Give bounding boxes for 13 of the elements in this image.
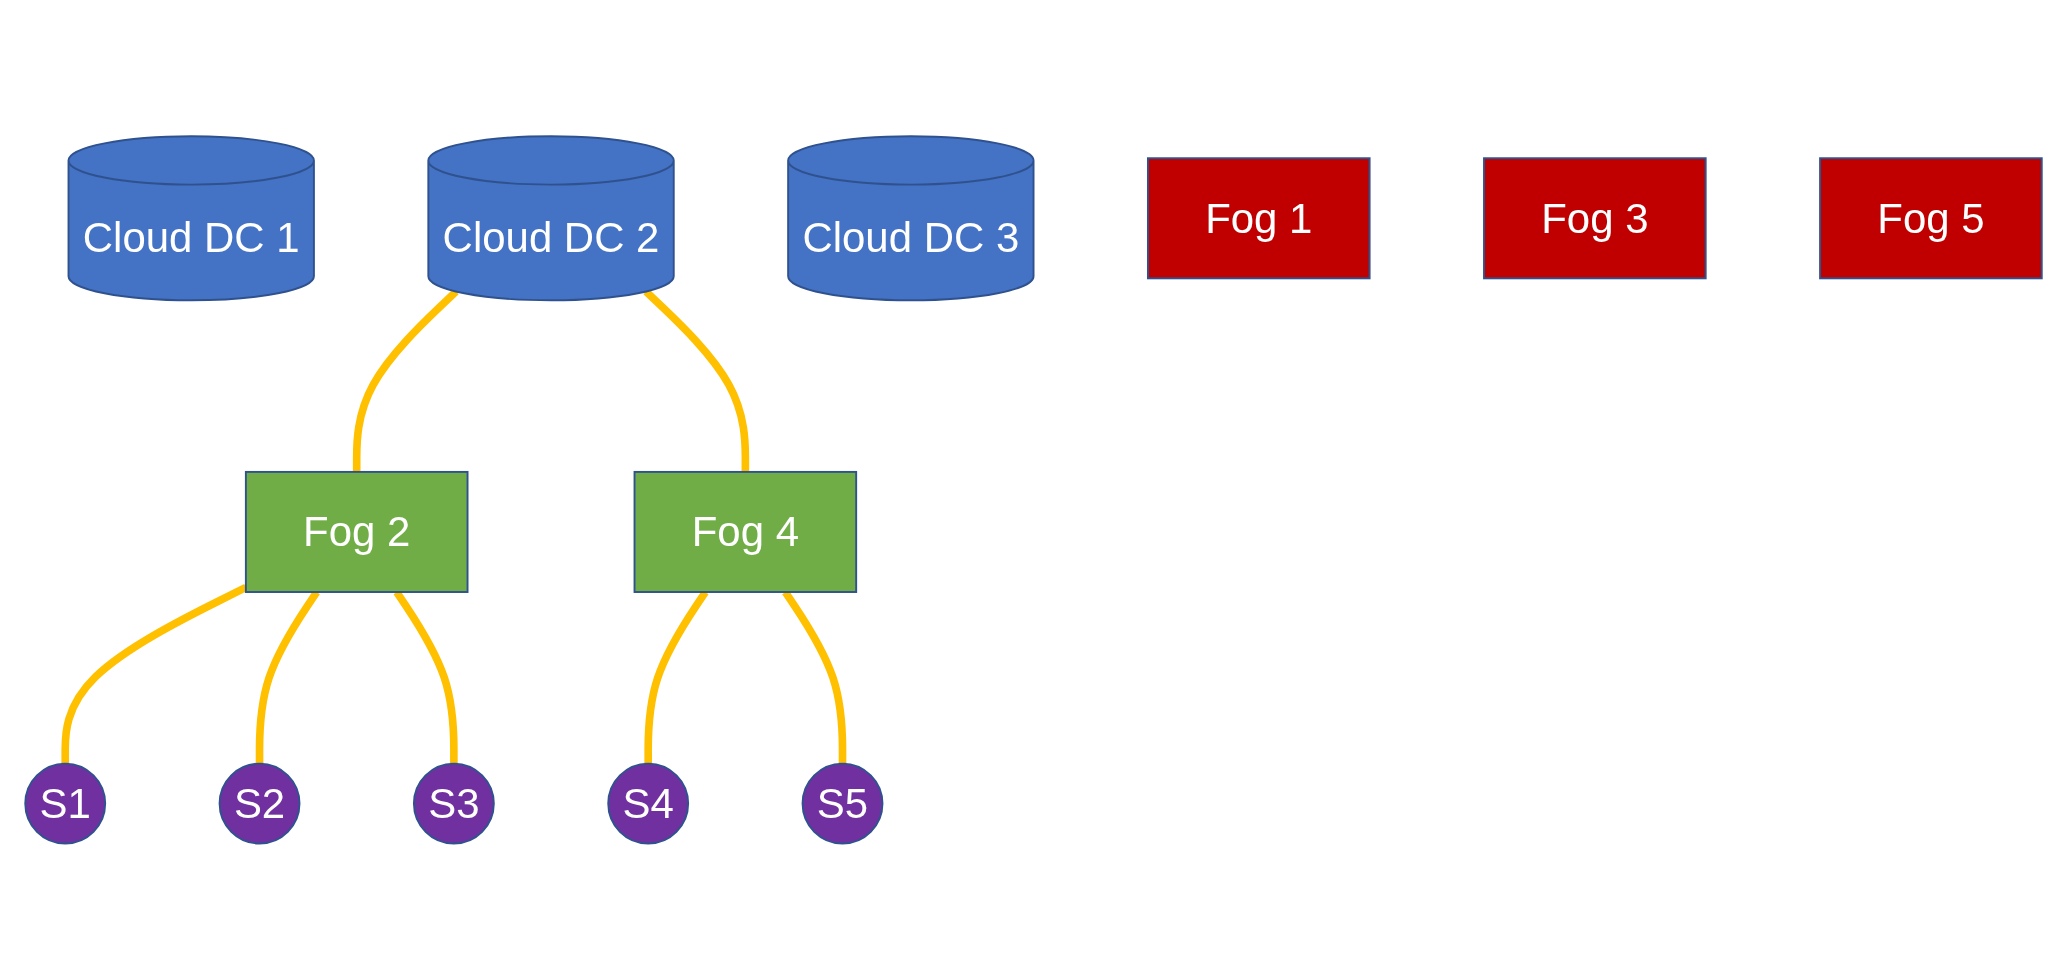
connector [643, 288, 750, 472]
node-circle: S1 [24, 762, 107, 845]
node-box: Fog 1 [1147, 156, 1371, 279]
node-box: Fog 2 [244, 470, 469, 593]
node-box: Fog 4 [633, 470, 858, 593]
node-circle: S2 [218, 762, 301, 845]
node-box: Fog 3 [1483, 156, 1707, 279]
node-box: Fog 5 [1819, 156, 2043, 279]
connector [61, 583, 248, 764]
node-circle: S4 [607, 762, 690, 845]
node-circle: S3 [412, 762, 495, 845]
node-circle: S5 [801, 762, 884, 845]
connector [352, 288, 459, 472]
